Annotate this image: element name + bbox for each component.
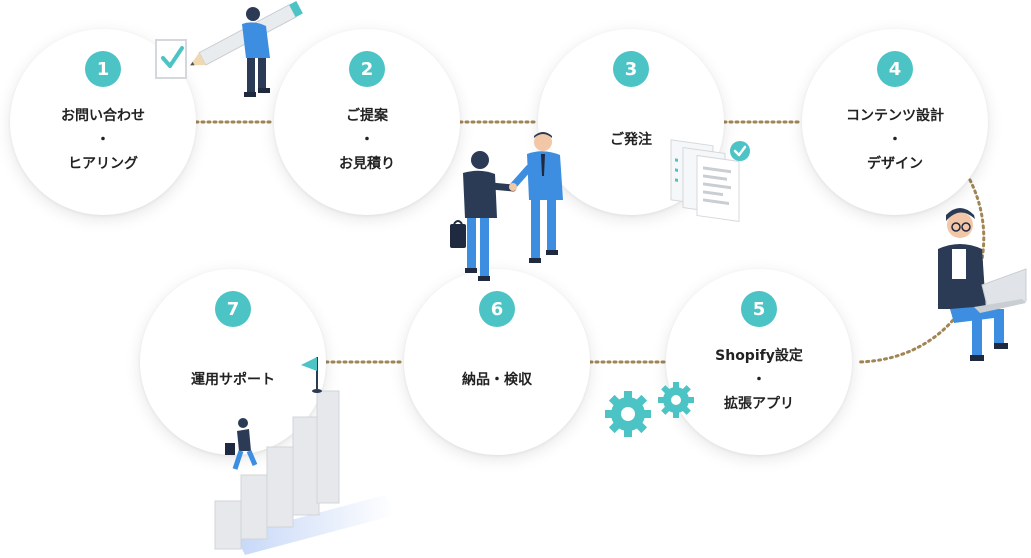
step-3[interactable]: 3 ご発注 [538,29,724,215]
step-number-badge: 6 [479,291,515,327]
step-label: Shopify設定 ・ 拡張アプリ [715,348,803,412]
step-label: 納品・検収 [462,372,532,388]
laptop-person-icon [938,208,1027,361]
step-number-badge: 7 [215,291,251,327]
step-number-badge: 1 [85,51,121,87]
document-check-icon [670,139,750,222]
step-6[interactable]: 6 納品・検収 [404,269,590,455]
step-label: ご提案 ・ お見積り [339,108,395,172]
step-2[interactable]: 2 ご提案 ・ お見積り [274,29,460,215]
step-label: 運用サポート [191,372,275,388]
step-1[interactable]: 1 お問い合わせ ・ ヒアリング [10,29,196,215]
step-label: コンテンツ設計 ・ デザイン [846,108,944,172]
step-label: ご発注 [610,132,652,148]
step-number-badge: 2 [349,51,385,87]
step-number-badge: 4 [877,51,913,87]
handshake-icon [450,132,563,281]
step-label: お問い合わせ ・ ヒアリング [61,108,145,172]
step-5[interactable]: 5 Shopify設定 ・ 拡張アプリ [666,269,852,455]
step-number-badge: 3 [613,51,649,87]
stairs-flag-icon [214,357,395,555]
step-number-badge: 5 [741,291,777,327]
step-4[interactable]: 4 コンテンツ設計 ・ デザイン [802,29,988,215]
step-7[interactable]: 7 運用サポート [140,269,326,455]
pencil-person-icon [155,1,303,97]
gears-icon [605,382,694,437]
